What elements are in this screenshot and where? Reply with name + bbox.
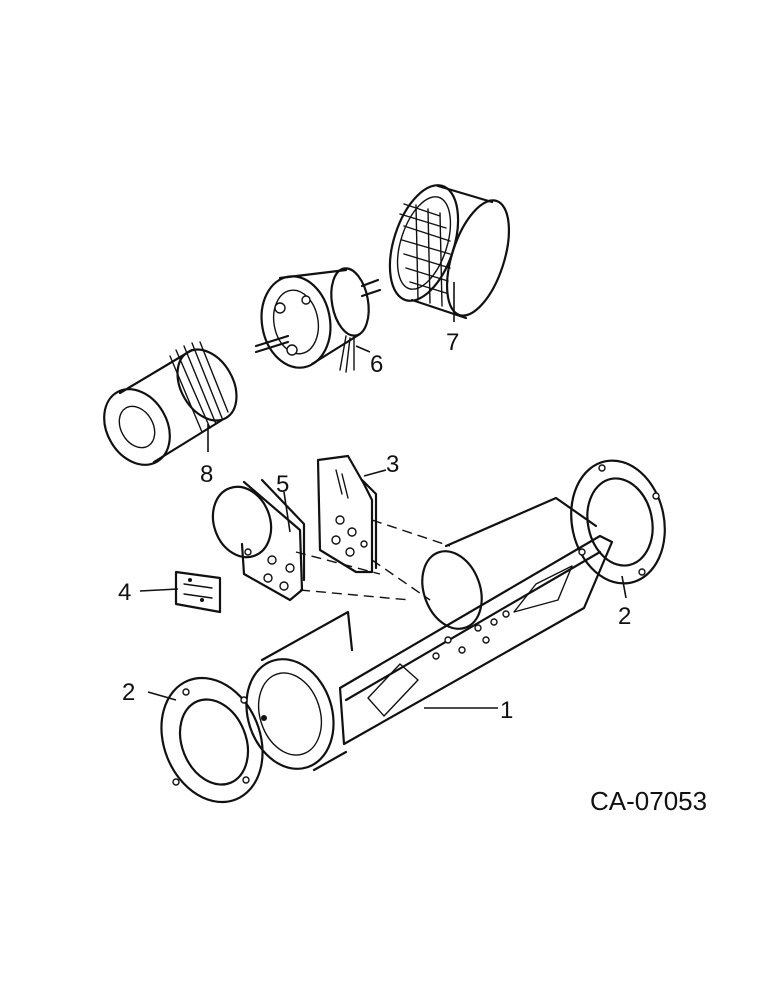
callout-1: 1 [500,697,513,724]
callout-4: 4 [118,579,131,606]
resistor-block [174,570,222,614]
callout-8: 8 [200,461,213,488]
figure-code: CA-07053 [590,786,707,816]
callout-6: 6 [370,351,383,378]
callout-2-right: 2 [618,603,631,630]
seal-ring-left [160,676,264,804]
callout-7: 7 [446,329,459,356]
blower-housing [245,496,614,772]
callout-3: 3 [386,451,399,478]
leader-lines [139,282,627,709]
mounting-bracket-left [211,478,306,602]
alignment-lines [295,519,451,601]
blower-wheel-left [103,341,238,466]
mounting-bracket-right [316,454,378,574]
blower-motor [254,267,382,373]
seal-ring-right [570,459,666,585]
callout-2-left: 2 [122,679,135,706]
blower-wheel-right [388,184,511,320]
callout-5: 5 [276,471,289,498]
